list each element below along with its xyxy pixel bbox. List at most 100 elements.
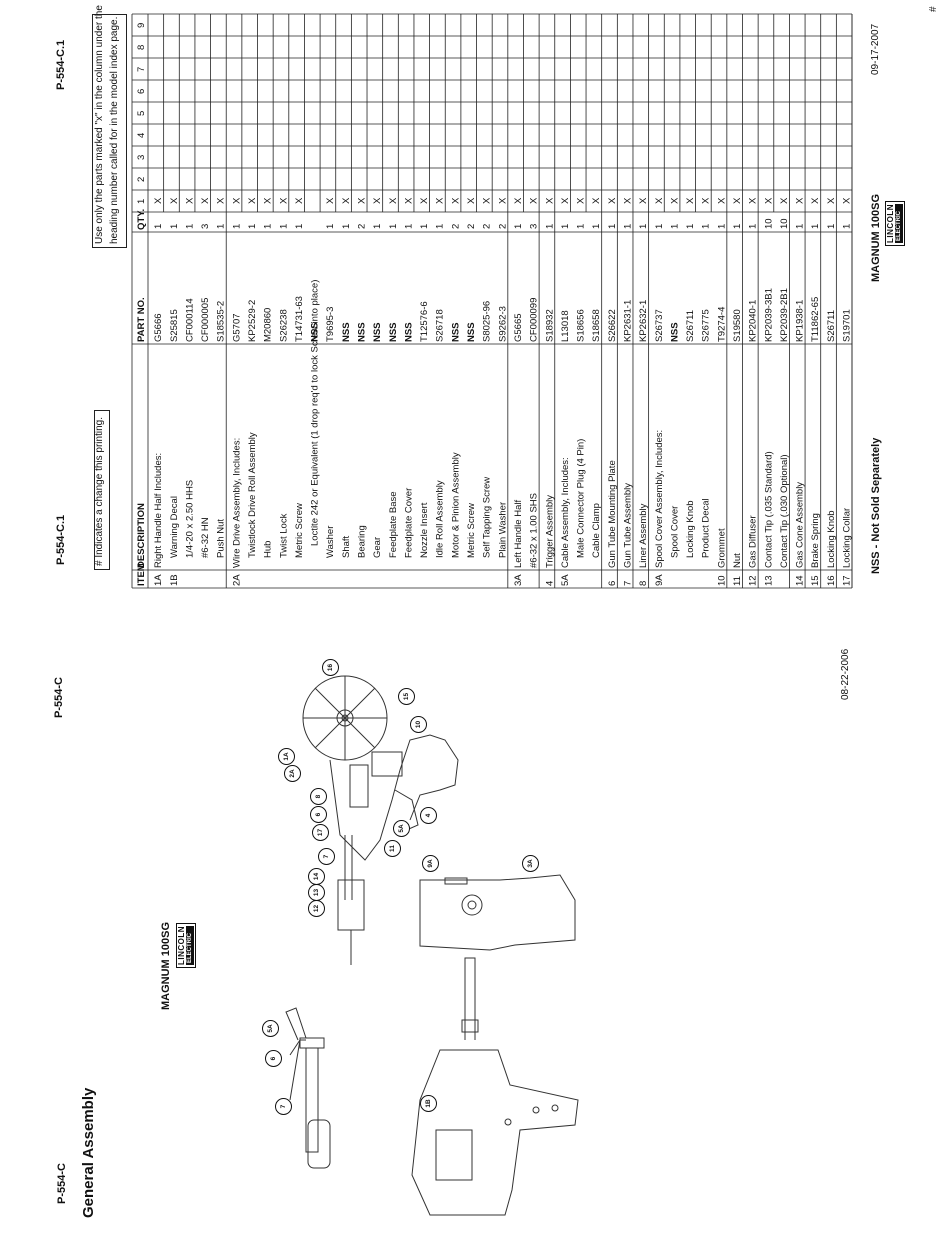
header-col-8: 8 [136, 45, 147, 50]
row-quantity: 1 [826, 224, 837, 229]
row-description: Locking Collar [842, 508, 853, 568]
row-description: Locking Knob [685, 500, 696, 558]
row-quantity: 2 [450, 224, 461, 229]
row-description: Metric Screw [466, 503, 477, 558]
row-part-number: NSS [669, 322, 680, 342]
row-description: Spool Cover [669, 506, 680, 558]
row-x-mark-col-1: X [231, 197, 242, 204]
row-x-mark-col-1: X [560, 197, 571, 204]
row-part-number: KP2529-2 [247, 300, 258, 342]
row-x-mark-col-1: X [169, 197, 180, 204]
row-x-mark-col-1: X [388, 197, 399, 204]
row-item-number: 12 [748, 575, 759, 586]
row-description: Gun Tube Mounting Plate [607, 460, 618, 568]
row-quantity: 1 [294, 224, 305, 229]
row-quantity: 1 [325, 224, 336, 229]
row-part-number: M20860 [263, 308, 274, 342]
row-description: Idle Roll Assembly [435, 480, 446, 558]
header-col-1: 1 [136, 199, 147, 204]
row-item-number: 17 [842, 575, 853, 586]
row-part-number: S18658 [591, 309, 602, 342]
row-item-number: 8 [638, 581, 649, 586]
row-description: Shaft [341, 535, 352, 558]
row-part-number: NSS [403, 322, 414, 342]
row-description: Right Handle Half Includes: [153, 453, 164, 568]
row-quantity: 1 [842, 224, 853, 229]
row-description: Plain Washer [497, 502, 508, 558]
row-x-mark-col-1: X [748, 197, 759, 204]
row-description: #6-32 HN [200, 517, 211, 558]
row-description: Nozzle Insert [419, 502, 430, 558]
hash-note-box [94, 410, 110, 570]
row-description: Locking Knob [826, 510, 837, 568]
row-item-number: 9A [654, 574, 665, 586]
row-item-number: 11 [732, 576, 743, 586]
row-item-number: 2A [231, 574, 242, 586]
row-x-mark-col-1: X [419, 197, 430, 204]
row-x-mark-col-1: X [607, 197, 618, 204]
row-x-mark-col-1: X [529, 197, 540, 204]
row-item-number: 16 [826, 575, 837, 586]
row-quantity: 1 [732, 224, 743, 229]
row-quantity: 1 [716, 224, 727, 229]
row-quantity: 1 [372, 224, 383, 229]
row-quantity: 2 [482, 224, 493, 229]
row-x-mark-col-1: X [372, 197, 383, 204]
row-description: #6-32 x 1.00 SHS [529, 493, 540, 568]
row-description: Push Nut [216, 519, 227, 558]
row-x-mark-col-1: X [325, 197, 336, 204]
row-quantity: 2 [497, 224, 508, 229]
row-x-mark-col-1: X [842, 197, 853, 204]
row-part-number: CF000114 [184, 298, 195, 342]
row-part-number: S25815 [169, 309, 180, 342]
row-x-mark-col-1: X [497, 197, 508, 204]
row-description: Loctite 242 or Equivalent (1 drop req'd … [310, 280, 321, 546]
row-x-mark-col-1: X [826, 197, 837, 204]
row-part-number: T9274-4 [716, 307, 727, 342]
row-item-number: 3A [513, 574, 524, 586]
row-description: Gas Cone Assembly [795, 482, 806, 568]
row-description: Spool Cover Assembly, Includes: [654, 430, 665, 568]
row-x-mark-col-1: X [622, 197, 633, 204]
row-x-mark-col-1: X [216, 197, 227, 204]
row-part-number: G5707 [231, 313, 242, 342]
row-quantity: 10 [779, 218, 790, 229]
row-x-mark-col-1: X [669, 197, 680, 204]
row-item-number: 4 [544, 581, 555, 586]
row-item-number: 14 [795, 575, 806, 586]
row-x-mark-col-1: X [247, 197, 258, 204]
row-description: Warning Decal [169, 496, 180, 558]
row-quantity: 1 [341, 224, 352, 229]
row-x-mark-col-1: X [763, 197, 774, 204]
row-part-number: S9262-3 [497, 306, 508, 342]
row-quantity: 1 [231, 224, 242, 229]
row-part-number: KP2039-3B1 [763, 288, 774, 342]
row-quantity: 1 [638, 224, 649, 229]
row-x-mark-col-1: X [732, 197, 743, 204]
row-quantity: 1 [278, 224, 289, 229]
row-x-mark-col-1: X [403, 197, 414, 204]
row-x-mark-col-1: X [701, 197, 712, 204]
row-part-number: NSS [310, 322, 321, 342]
row-description: Nut [732, 553, 743, 568]
row-description: Metric Screw [294, 503, 305, 558]
row-quantity: 1 [685, 224, 696, 229]
row-quantity: 2 [466, 224, 477, 229]
row-item-number: 7 [622, 581, 633, 586]
row-part-number: T12576-6 [419, 301, 430, 342]
row-part-number: S8025-96 [482, 301, 493, 342]
row-part-number: KP2039-2B1 [779, 288, 790, 342]
row-description: Feedplate Cover [403, 488, 414, 558]
row-description: Male Connector Plug (4 Pin) [576, 439, 587, 558]
row-x-mark-col-1: X [810, 197, 821, 204]
row-part-number: S26622 [607, 309, 618, 342]
header-item: ITEM [136, 563, 147, 586]
row-item-number: 6 [607, 581, 618, 586]
row-part-number: S26711 [826, 310, 837, 342]
row-quantity: 1 [701, 224, 712, 229]
row-x-mark-col-1: X [357, 197, 368, 204]
header-part-no: PART NO. [136, 297, 147, 342]
row-x-mark-col-1: X [576, 197, 587, 204]
row-item-number: 15 [810, 575, 821, 586]
